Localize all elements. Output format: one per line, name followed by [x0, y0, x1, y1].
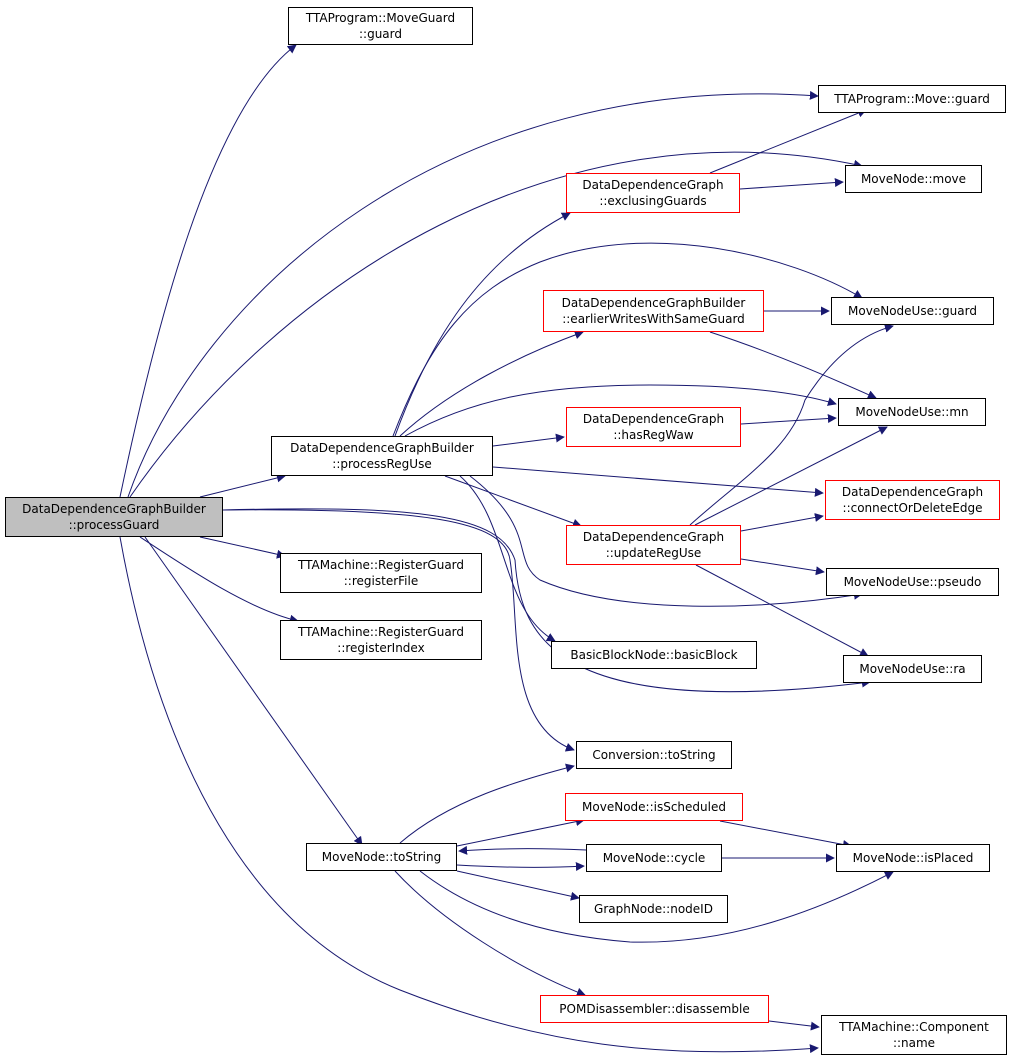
- node-movenodeuse-guard[interactable]: MoveNodeUse::guard: [831, 297, 994, 325]
- edge-pg-to-movenode-tostring: [144, 536, 363, 846]
- node-movenode-tostring-line1: MoveNode::toString: [321, 850, 442, 864]
- edge-pg-to-mnu-ra: [222, 508, 871, 693]
- node-register-index-line2: ::registerIndex: [337, 641, 425, 655]
- node-processguard: DataDependenceGraphBuilder ::processGuar…: [5, 497, 223, 537]
- edge-tostring-to-isscheduled: [456, 817, 585, 847]
- node-move-guard[interactable]: TTAProgram::Move::guard: [818, 85, 1006, 113]
- node-move-guard-line1: TTAProgram::Move::guard: [834, 92, 990, 106]
- edge-tostring-to-nodeid: [456, 870, 580, 901]
- node-movenode-cycle-line1: MoveNode::cycle: [602, 851, 706, 865]
- node-basic-block[interactable]: BasicBlockNode::basicBlock: [551, 641, 757, 669]
- node-has-regwaw[interactable]: DataDependenceGraph ::hasRegWaw: [566, 407, 741, 447]
- node-movenodeuse-ra[interactable]: MoveNodeUse::ra: [843, 655, 982, 683]
- node-conversion-tostring-line1: Conversion::toString: [592, 748, 716, 762]
- node-update-reguse-line1: DataDependenceGraph: [582, 530, 725, 544]
- node-connect-or-delete-edge-line1: DataDependenceGraph: [841, 485, 984, 499]
- node-movenode-move-line1: MoveNode::move: [860, 172, 967, 186]
- edge-pru-to-earlierwrites: [399, 330, 584, 437]
- node-exclusing-guards-line2: ::exclusingGuards: [599, 194, 707, 208]
- node-pom-disassemble[interactable]: POMDisassembler::disassemble: [540, 995, 769, 1023]
- edge-tostring-to-isplaced: [419, 870, 894, 943]
- node-movenode-move[interactable]: MoveNode::move: [845, 165, 982, 193]
- node-movenode-tostring[interactable]: MoveNode::toString: [306, 843, 457, 871]
- node-movenodeuse-mn[interactable]: MoveNodeUse::mn: [838, 398, 986, 426]
- node-graphnode-nodeid-line1: GraphNode::nodeID: [594, 902, 713, 916]
- edge-cycle-to-tostring: [458, 845, 587, 855]
- node-is-placed[interactable]: MoveNode::isPlaced: [836, 844, 990, 872]
- node-pom-disassemble-line1: POMDisassembler::disassemble: [559, 1002, 750, 1016]
- node-is-scheduled-line1: MoveNode::isScheduled: [582, 800, 726, 814]
- edge-tostring-to-disassemble: [394, 870, 586, 997]
- edge-pg-to-registerindex: [139, 536, 299, 624]
- node-earlier-writes-line1: DataDependenceGraphBuilder: [561, 296, 746, 310]
- node-register-file-line2: ::registerFile: [343, 574, 419, 588]
- edge-pg-to-registerfile: [199, 536, 286, 559]
- edge-pru-to-basicblock: [459, 475, 556, 642]
- edge-pg-to-moveguard: [127, 90, 819, 498]
- edge-tostring-to-cycle: [456, 861, 585, 871]
- edge-tostring-to-conversion: [399, 763, 575, 844]
- node-movenodeuse-ra-line1: MoveNodeUse::ra: [859, 662, 966, 676]
- node-register-file[interactable]: TTAMachine::RegisterGuard ::registerFile: [280, 553, 482, 593]
- node-is-placed-line1: MoveNode::isPlaced: [852, 851, 974, 865]
- edge-pru-to-exclusing: [394, 212, 571, 437]
- node-process-reguse[interactable]: DataDependenceGraphBuilder ::processRegU…: [271, 436, 493, 476]
- node-update-reguse-line2: ::updateRegUse: [605, 546, 702, 560]
- node-exclusing-guards[interactable]: DataDependenceGraph ::exclusingGuards: [566, 173, 740, 213]
- node-movenodeuse-pseudo[interactable]: MoveNodeUse::pseudo: [826, 568, 999, 596]
- edge-pru-to-hasregwaw: [492, 433, 565, 447]
- edge-pg-to-conversion-tostring: [222, 509, 575, 752]
- node-connect-or-delete-edge-line2: ::connectOrDeleteEdge: [842, 501, 983, 515]
- edge-pru-to-updatereguse: [444, 475, 582, 528]
- edge-pg-to-movenode-move: [129, 151, 863, 498]
- node-moveguard-guard-line2: ::guard: [358, 27, 402, 41]
- edge-update-to-mnu-pseudo: [740, 558, 825, 576]
- node-graphnode-nodeid[interactable]: GraphNode::nodeID: [579, 895, 728, 923]
- node-is-scheduled[interactable]: MoveNode::isScheduled: [565, 793, 743, 821]
- node-register-file-line1: TTAMachine::RegisterGuard: [297, 558, 465, 572]
- node-process-reguse-line2: ::processRegUse: [332, 457, 432, 471]
- node-moveguard-guard-line1: TTAProgram::MoveGuard: [305, 11, 456, 25]
- edge-update-to-mnu-guard: [689, 323, 894, 526]
- node-update-reguse[interactable]: DataDependenceGraph ::updateRegUse: [566, 525, 741, 565]
- edge-update-to-mnu-ra: [695, 564, 869, 657]
- node-processguard-line2: ::processGuard: [68, 518, 160, 532]
- node-register-index-line1: TTAMachine::RegisterGuard: [297, 625, 465, 639]
- edge-pru-to-mnu-guard: [392, 242, 863, 437]
- edge-pg-to-component-name: [119, 536, 819, 1054]
- node-moveguard-guard[interactable]: TTAProgram::MoveGuard ::guard: [288, 7, 473, 45]
- edge-pg-to-moveguardguard: [119, 44, 297, 498]
- edge-disassemble-to-component-name: [768, 1020, 820, 1031]
- node-earlier-writes[interactable]: DataDependenceGraphBuilder ::earlierWrit…: [543, 290, 764, 332]
- edge-pg-to-processreguse: [199, 473, 286, 498]
- node-component-name-line2: ::name: [892, 1036, 936, 1050]
- edge-update-to-connectordelete: [740, 513, 824, 532]
- edge-update-to-mnu-mn: [694, 426, 888, 526]
- node-exclusing-guards-line1: DataDependenceGraph: [582, 178, 724, 192]
- edge-earlier-to-mnu-mn: [709, 331, 877, 399]
- edge-exclusing-to-move-guard: [709, 108, 867, 174]
- node-basic-block-line1: BasicBlockNode::basicBlock: [570, 648, 738, 662]
- node-processguard-line1: DataDependenceGraphBuilder: [22, 502, 206, 516]
- node-has-regwaw-line2: ::hasRegWaw: [613, 428, 694, 442]
- node-movenodeuse-mn-line1: MoveNodeUse::mn: [855, 405, 969, 419]
- node-register-index[interactable]: TTAMachine::RegisterGuard ::registerInde…: [280, 620, 482, 660]
- node-earlier-writes-line2: ::earlierWritesWithSameGuard: [562, 312, 745, 326]
- edge-exclusing-to-movenode-move: [739, 178, 844, 190]
- edge-pru-to-mnu-pseudo: [469, 475, 863, 607]
- node-connect-or-delete-edge[interactable]: DataDependenceGraph ::connectOrDeleteEdg…: [825, 480, 1000, 520]
- node-component-name-line1: TTAMachine::Component: [839, 1020, 989, 1034]
- node-component-name[interactable]: TTAMachine::Component ::name: [821, 1015, 1007, 1055]
- edge-isscheduled-to-isplaced: [719, 820, 852, 849]
- node-conversion-tostring[interactable]: Conversion::toString: [576, 741, 732, 769]
- node-movenodeuse-guard-line1: MoveNodeUse::guard: [848, 304, 977, 318]
- edge-hasregwaw-to-mnu-mn: [740, 414, 837, 425]
- node-movenodeuse-pseudo-line1: MoveNodeUse::pseudo: [843, 575, 982, 589]
- node-movenode-cycle[interactable]: MoveNode::cycle: [586, 844, 722, 872]
- edge-pru-to-connectordelete: [492, 466, 824, 497]
- node-process-reguse-line1: DataDependenceGraphBuilder: [290, 441, 474, 455]
- edge-pru-to-mnu-mn: [404, 384, 837, 437]
- node-has-regwaw-line1: DataDependenceGraph: [582, 412, 725, 426]
